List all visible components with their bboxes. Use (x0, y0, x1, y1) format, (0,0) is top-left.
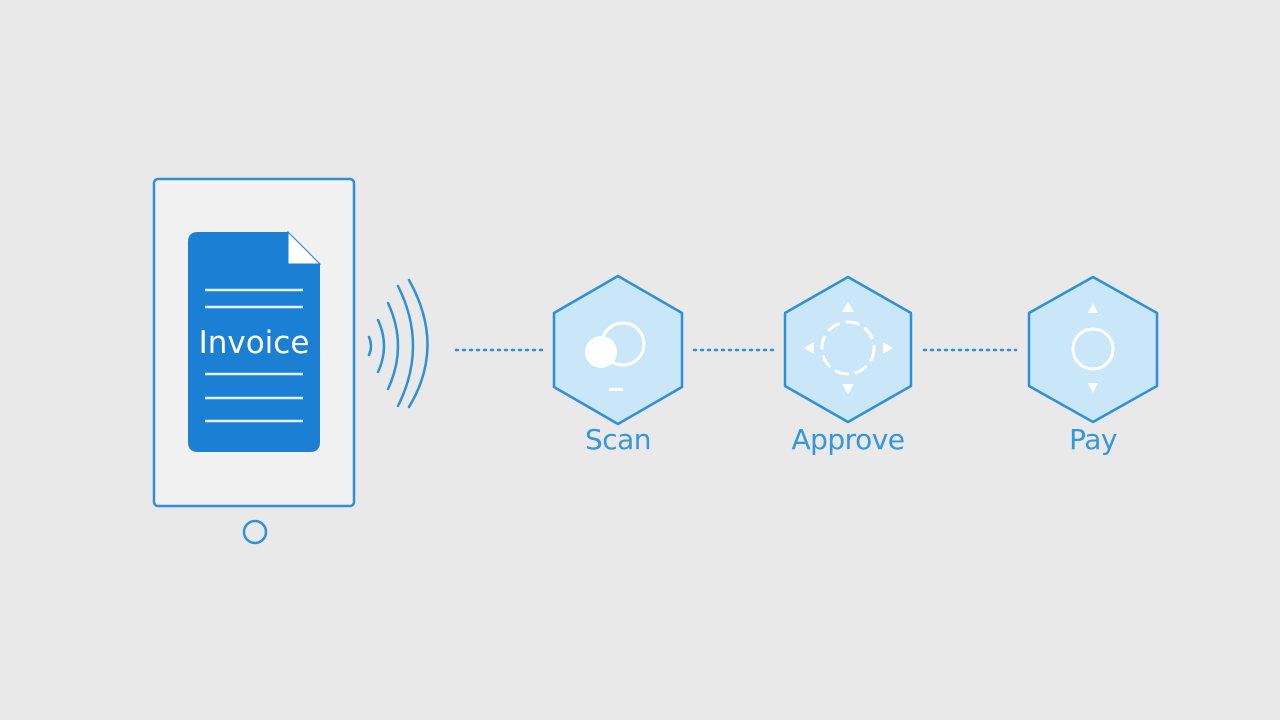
device-home-button (242, 519, 268, 545)
step-approve (783, 275, 913, 424)
step-label-pay: Pay (1069, 423, 1117, 456)
hexagon-node (552, 274, 684, 426)
signal-wave (376, 318, 386, 374)
hexagon-node (1027, 275, 1159, 424)
signal-wave (396, 284, 415, 408)
step-pay (1027, 275, 1159, 424)
hexagon-node (783, 275, 913, 424)
signal-wave (407, 278, 429, 409)
scan-icon (585, 321, 646, 391)
step-label-scan: Scan (584, 423, 652, 456)
invoice-document-icon: Invoice (188, 230, 322, 452)
invoice-document-fold (287, 230, 322, 265)
wireless-signal-icon (367, 278, 429, 409)
approve-icon (804, 302, 893, 394)
signal-wave (367, 335, 373, 357)
step-scan (552, 274, 684, 426)
pay-icon (1071, 303, 1115, 393)
invoice-label: Invoice (199, 325, 310, 361)
step-label-approve: Approve (791, 423, 905, 456)
signal-wave (386, 301, 400, 391)
